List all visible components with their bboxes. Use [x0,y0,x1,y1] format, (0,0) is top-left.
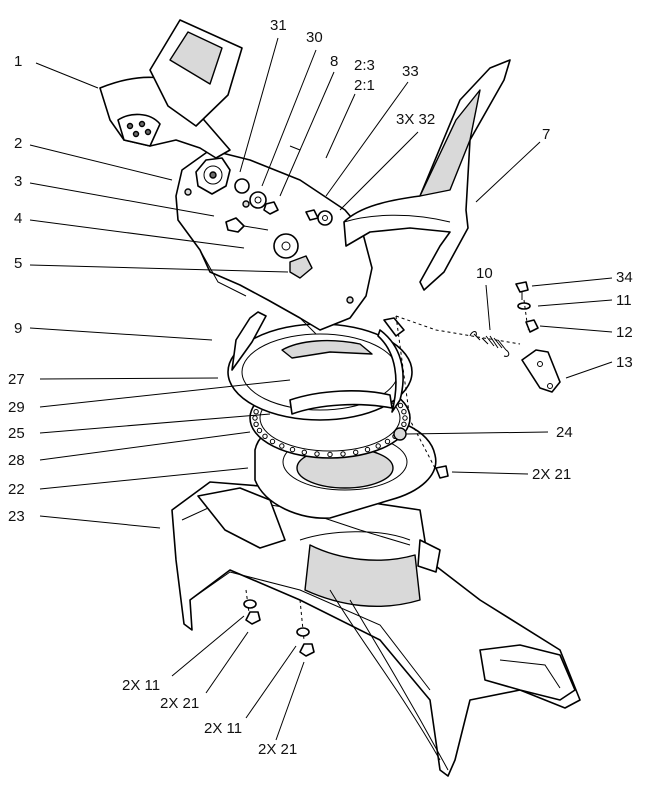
gear-tooth [314,451,320,457]
leader-lines [29,37,613,741]
callout-5: 5 [14,255,22,272]
gear-tooth [327,451,333,458]
gear-tooth [301,449,307,455]
callout-8: 8 [330,53,338,70]
gear-tooth [401,421,407,427]
callout-30: 30 [306,29,323,46]
callout-2x21-a: 2X 21 [160,695,199,712]
callout-9: 9 [14,320,22,337]
latch-hardware [515,281,561,393]
callout-12: 12 [616,324,633,341]
gear-tooth [340,451,346,457]
callout-labels: 1 2 3 4 5 9 27 29 25 28 22 23 31 30 8 2:… [8,17,633,758]
gear-tooth [364,446,371,453]
gear-tooth [253,409,259,415]
callout-2: 2 [14,135,22,152]
callout-22: 22 [8,481,25,498]
gear-tooth [289,446,296,453]
callout-24: 24 [556,424,573,441]
callout-28: 28 [8,452,25,469]
callout-11: 11 [616,292,632,309]
callout-2-1: 2:1 [354,77,375,94]
callout-7: 7 [542,126,550,143]
callout-34: 34 [616,269,633,286]
callout-3: 3 [14,173,22,190]
callout-2x11-a: 2X 11 [122,677,160,694]
gear-tooth [279,443,285,449]
gear-tooth [253,421,259,427]
callout-2x21-right: 2X 21 [532,466,571,483]
retainer-bracket [289,317,405,415]
chute-deflector [99,19,243,159]
tension-spring [469,331,510,357]
gear-tooth [397,402,404,409]
callout-23: 23 [8,508,25,525]
callout-4: 4 [14,210,22,227]
callout-10: 10 [476,265,493,282]
callout-25: 25 [8,425,25,442]
gear-tooth [252,415,258,421]
callout-2x11-b: 2X 11 [204,720,242,737]
gear-tooth [402,415,408,421]
gear-tooth [375,443,381,449]
discharge-chute [175,149,373,335]
callout-29: 29 [8,399,25,416]
callout-3x32: 3X 32 [396,111,435,128]
callout-13: 13 [616,354,633,371]
callout-2x21-b: 2X 21 [258,741,297,758]
callout-2-3: 2:3 [354,57,375,74]
gear-tooth [269,438,276,445]
gear-tooth [256,427,263,434]
callout-27: 27 [8,371,25,388]
ring-bolt [393,427,407,441]
bottom-hardware [243,465,449,657]
gear-tooth [262,433,268,439]
auger-housing-frame [171,481,581,777]
callout-31: 31 [270,17,287,34]
callout-1: 1 [14,53,22,70]
gear-tooth [353,449,359,455]
callout-33: 33 [402,63,419,80]
gear-tooth [384,438,391,445]
gear-tooth [401,409,407,415]
chute-hardware [225,145,333,279]
chute-control-bracket [343,59,511,291]
